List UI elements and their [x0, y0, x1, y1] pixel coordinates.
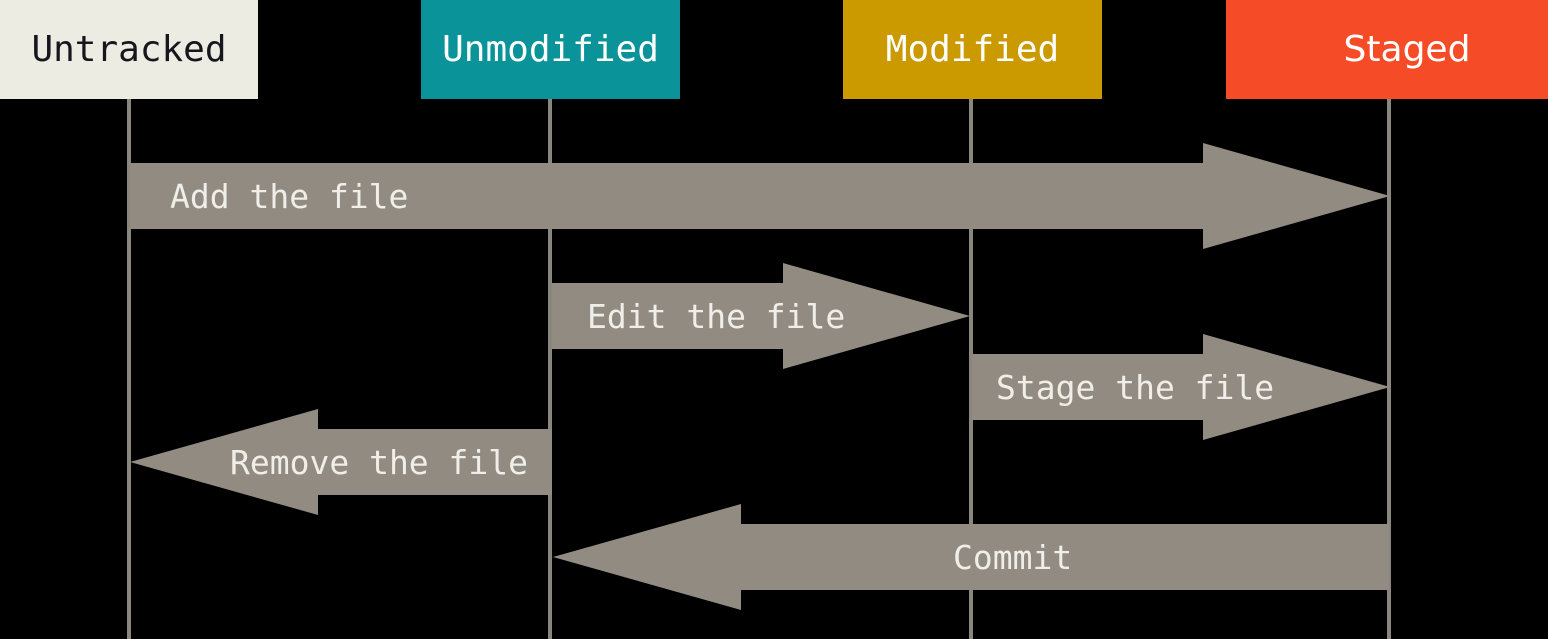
- state-box-untracked: Untracked: [0, 0, 258, 99]
- arrowhead-right-icon: [783, 263, 970, 369]
- arrow-shaft: [972, 354, 1203, 420]
- transition-label: Add the file: [170, 176, 409, 216]
- transition-label: Stage the file: [996, 367, 1275, 407]
- lifeline-untracked: [127, 99, 131, 639]
- state-label-untracked: Untracked: [31, 28, 227, 70]
- state-label-modified: Modified: [885, 28, 1060, 70]
- transition-label: Edit the file: [587, 296, 846, 336]
- lifeline-modified: [969, 99, 973, 639]
- arrow-shaft: [741, 524, 1389, 590]
- state-label-unmodified: Unmodified: [442, 28, 659, 70]
- arrowhead-left-icon: [553, 504, 741, 610]
- arrow-shaft: [318, 429, 552, 495]
- lifeline-unmodified: [548, 99, 552, 639]
- state-box-unmodified: Unmodified: [421, 0, 680, 99]
- state-box-staged: Staged: [1226, 0, 1548, 99]
- arrow-shaft: [552, 283, 783, 349]
- arrowhead-right-icon: [1203, 334, 1390, 440]
- state-box-modified: Modified: [843, 0, 1102, 99]
- arrowhead-right-icon: [1203, 143, 1390, 249]
- state-label-staged: Staged: [1343, 28, 1471, 70]
- transition-label: Commit: [953, 537, 1073, 577]
- transition-label: Remove the file: [230, 442, 529, 482]
- arrow-shaft: [130, 163, 1203, 229]
- arrowhead-left-icon: [130, 409, 318, 515]
